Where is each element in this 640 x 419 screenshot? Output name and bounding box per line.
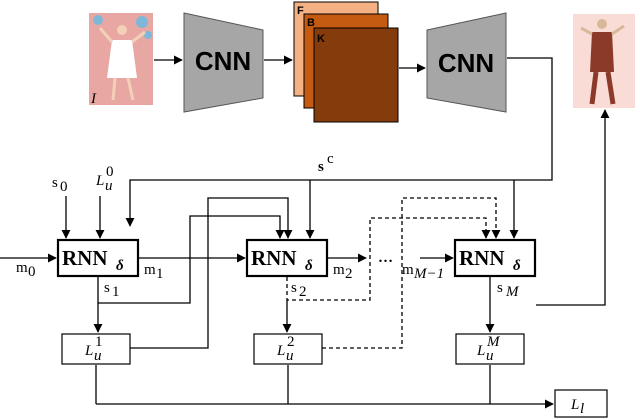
l0-label: L [95,173,104,189]
final-loss-sub: l [580,401,584,417]
loss-m-sup: M [486,334,501,350]
sc-label: s [318,159,324,175]
l0-label-sup: 0 [106,164,114,180]
sc-label-sup: c [327,151,334,167]
rnn-m-label: RNN [459,246,505,270]
feature-map-b: B [307,17,315,29]
s1-label-sub: 1 [112,284,120,300]
rnn-m-sub: δ [513,258,521,274]
encoder-cnn [183,12,264,113]
loss-2-label: L [276,343,285,359]
rnn-2-sub: δ [305,258,313,274]
input-label: I [90,91,97,107]
s2-label: s [291,280,297,296]
m2-label-sub: 2 [345,266,353,282]
loss-box-2 [253,333,323,365]
final-loss-box [554,389,608,418]
m1-label: m [144,262,156,278]
loss-2-sup: 2 [287,334,295,350]
m0-label-sub: 0 [28,264,36,280]
rnn-cell-m [453,238,537,278]
feature-map-f: F [297,5,304,17]
l0-label-sub: u [105,178,113,194]
loss-m-sub: u [486,348,494,364]
rnn-2-label: RNN [251,246,297,270]
output-image [573,14,635,108]
ellipsis: … [378,250,393,266]
rnn-cell-2 [245,238,329,278]
arrow-l1-to-rnn2 [130,197,293,349]
arrow-s1-to-rnn2 [97,215,285,304]
arrow-s2-to-rnnM [286,217,491,301]
rnn-1-sub: δ [116,258,124,274]
m1-label-sub: 1 [156,266,164,282]
loss-2-sub: u [286,348,294,364]
loss-1-sup: 1 [95,334,103,350]
s1-label: s [104,280,110,296]
final-loss-label: L [570,397,579,413]
loss-1-label: L [84,343,93,359]
arrow-l2-to-rnnM [322,197,501,349]
sM-label-sub: M [505,284,520,300]
input-image [89,13,153,105]
m2-label: m [333,262,345,278]
feature-maps: F B K [293,1,399,123]
loss-1-sub: u [94,348,102,364]
s2-label-sub: 2 [299,284,307,300]
decoder-cnn-label: CNN [438,48,494,78]
mM-label: m [402,262,414,278]
mM-label-sub: M−1 [413,266,444,282]
loss-box-1 [61,333,131,365]
loss-m-label: L [476,343,485,359]
arrow-sM-to-output [536,109,610,306]
feature-map-k: K [317,33,325,45]
encoder-cnn-label: CNN [195,46,251,76]
s0-label: s [52,175,58,191]
rnn-1-label: RNN [62,246,108,270]
decoder-cnn [426,12,507,113]
m0-label: m [16,260,28,276]
s0-label-sub: 0 [60,179,68,195]
arrow-cnn-to-sc [125,57,553,227]
loss-box-m [455,333,525,365]
rnn-cell-1 [56,238,140,278]
sM-label: s [497,280,503,296]
